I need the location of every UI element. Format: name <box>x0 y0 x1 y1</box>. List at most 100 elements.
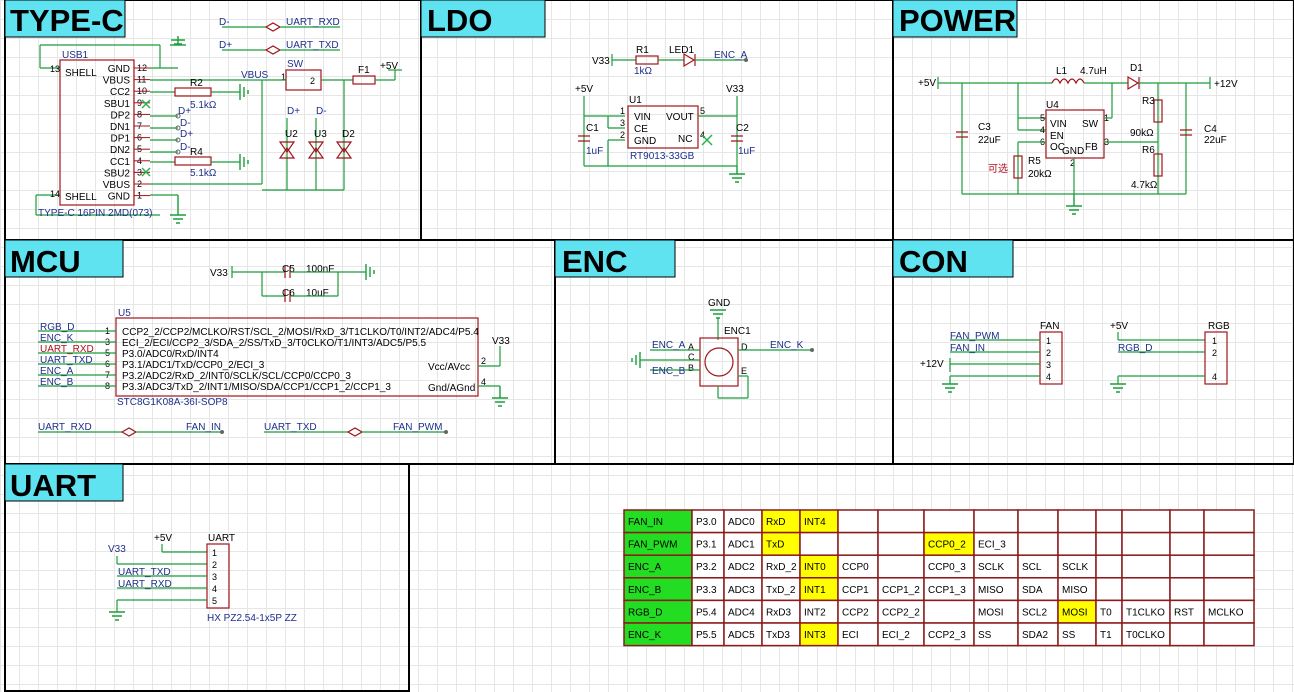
r2-body <box>174 87 212 97</box>
u3-ref: U3 <box>314 129 327 140</box>
r5-value: 20kΩ <box>1028 169 1052 180</box>
usb1-pin-name: GND <box>108 192 130 203</box>
u5-pin-function: P3.2/ADC2/RxD_2/INT0/SCLK/SCL/CCP0/CCP0_… <box>122 371 351 382</box>
table-cell-text: CCP2_3 <box>928 630 966 641</box>
bridge-fan-in: FAN_IN <box>186 422 221 433</box>
table-cell-text: ECI_3 <box>978 540 1006 551</box>
table-cell-text: ENC_B <box>628 585 662 596</box>
usb1-pin-name: CC1 <box>110 157 130 168</box>
u5-net-label: RGB_D <box>40 322 74 333</box>
bridge-uart-txd: UART_TXD <box>264 422 317 433</box>
table-cell-text: SDA <box>1022 585 1043 596</box>
u4-sw: SW <box>1082 119 1099 130</box>
r3-body <box>1153 99 1163 123</box>
bridge-uart-rxd: UART_RXD <box>38 422 92 433</box>
ldo-enc-a: ENC_A <box>714 50 748 61</box>
u5-net-label: ENC_K <box>40 333 74 344</box>
title-ldo-bg <box>420 0 546 38</box>
table-cell-text: INT3 <box>804 630 826 641</box>
table-cell-text: CCP1_3 <box>928 585 966 596</box>
uart-txd-top: UART_TXD <box>286 40 339 51</box>
u5-vcc-num: 2 <box>481 356 486 366</box>
usb1-body <box>59 59 135 206</box>
table-cell <box>1095 577 1123 602</box>
usb1-ref: USB1 <box>62 50 89 61</box>
r6-ref: R6 <box>1142 145 1155 156</box>
r4-value: 5.1kΩ <box>190 168 217 179</box>
c1-value: 1uF <box>586 146 603 157</box>
uart-pin3: 3 <box>212 572 217 582</box>
usb1-pin-name: VBUS <box>103 76 131 87</box>
table-cell-text: ADC3 <box>728 585 755 596</box>
uart-pin4: 4 <box>212 584 217 594</box>
ldo-v33-in: V33 <box>592 56 610 67</box>
table-cell-text: ADC0 <box>728 517 755 528</box>
r6-value: 4.7kΩ <box>1131 180 1158 191</box>
uart-v5: +5V <box>154 533 172 544</box>
u4-en: EN <box>1050 131 1064 142</box>
enc-gnd-top <box>710 309 726 319</box>
u1-ref: U1 <box>629 95 642 106</box>
table-cell <box>877 554 925 579</box>
gnd-symbol-top <box>171 36 185 45</box>
c2-value: 1uF <box>738 146 755 157</box>
u4-ref: U4 <box>1046 100 1059 111</box>
uart-pin5: 5 <box>212 596 217 606</box>
mcu-gnd-top <box>365 264 375 280</box>
table-cell-text: FAN_PWM <box>628 540 677 551</box>
u5-gnd: Gnd/AGnd <box>428 383 475 394</box>
table-cell-text: CCP1_2 <box>882 585 920 596</box>
u5-pins: CCP2_2/CCP2/MCLKO/RST/SCL_2/MOSI/RxD_3/T… <box>38 322 479 393</box>
table-cell <box>923 509 975 534</box>
u1-n5: 5 <box>700 106 705 116</box>
ldo-v33-out: V33 <box>726 84 744 95</box>
table-cell <box>1203 622 1255 647</box>
c6-value: 10uF <box>306 288 329 299</box>
rgb-ref: RGB <box>1208 321 1230 332</box>
table-cell-text: ADC2 <box>728 562 755 573</box>
table-cell-text: CCP2_2 <box>882 607 920 618</box>
u5-pin-function: P3.3/ADC3/TxD_2/INT1/MISO/SDA/CCP1/CCP1_… <box>122 382 391 393</box>
table-cell-text: TxD3 <box>766 630 790 641</box>
r3-ref: R3 <box>1142 96 1155 107</box>
title-con-bg <box>892 239 1014 278</box>
table-cell <box>973 509 1019 534</box>
u1-nc: NC <box>678 134 692 145</box>
r4-body <box>174 156 212 166</box>
dm-net-1: D- <box>180 118 191 129</box>
table-cell-text: MISO <box>1062 585 1088 596</box>
gnd-r4 <box>239 154 249 170</box>
uart-ref: UART <box>208 533 235 544</box>
v5-net-typec: +5V <box>380 61 398 72</box>
usb1-pin-name: CC2 <box>110 87 130 98</box>
table-cell-text: ENC_K <box>628 630 662 641</box>
uart-txd-net: UART_TXD <box>118 567 171 578</box>
fan-gnd <box>942 383 958 393</box>
table-cell <box>923 599 975 624</box>
table-cell-text: P3.0 <box>696 517 717 528</box>
u1-n2: 2 <box>620 130 625 140</box>
uart-pin1: 1 <box>212 548 217 558</box>
title-enc-bg <box>554 239 676 278</box>
usb1-shell-top: SHELL <box>65 68 97 79</box>
table-cell-text: SDA2 <box>1022 630 1049 641</box>
c3-ref: C3 <box>978 122 991 133</box>
u5-net-label: UART_TXD <box>40 355 93 366</box>
table-cell-text: ENC_A <box>628 562 662 573</box>
gnd-bottom <box>170 195 186 224</box>
u4-oc: OC <box>1050 142 1065 153</box>
enc-pin-d: D <box>741 342 748 352</box>
title-uart-bg <box>4 463 124 502</box>
r6-body <box>1153 153 1163 177</box>
section-titles: TYPE-C LDO POWER MCU ENC CON UART <box>4 0 1018 503</box>
table-cell-text: MOSI <box>1062 607 1088 618</box>
dp-net-2: D+ <box>180 129 193 140</box>
table-cell-text: CCP0_3 <box>928 562 966 573</box>
enc-schematic: GND ENC1 A C B D E ENC_A ENC_B ENC_K <box>631 298 814 399</box>
table-cell <box>837 509 879 534</box>
table-cell-text: ADC1 <box>728 540 755 551</box>
table-cell <box>1121 554 1171 579</box>
r3-value: 90kΩ <box>1130 128 1154 139</box>
